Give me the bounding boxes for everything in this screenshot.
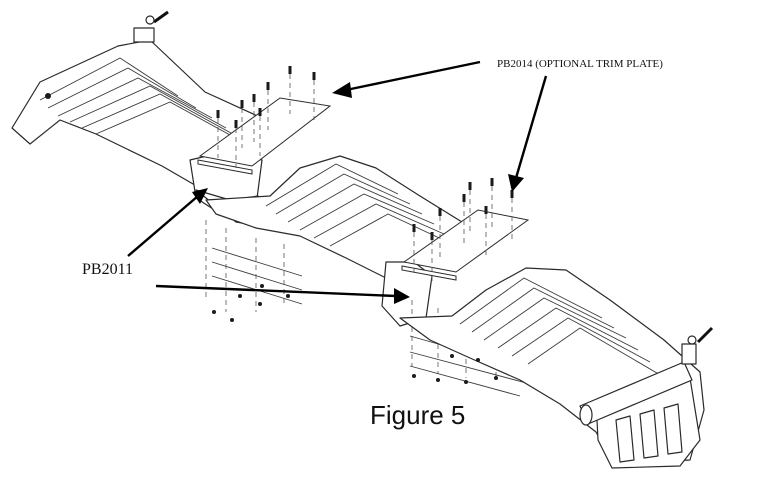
nut bbox=[212, 310, 216, 314]
left-bar-section bbox=[11, 10, 263, 189]
bolt bbox=[234, 120, 238, 128]
bolt bbox=[430, 232, 434, 240]
bolt bbox=[468, 182, 472, 190]
figure-caption: Figure 5 bbox=[370, 400, 465, 430]
bolt bbox=[288, 66, 292, 74]
right-end-bracket bbox=[681, 326, 714, 365]
bolt bbox=[266, 82, 270, 90]
bolt bbox=[312, 72, 316, 80]
nut bbox=[436, 378, 440, 382]
arrow-pb2011-upper bbox=[127, 188, 208, 257]
arrow-trim-plate-upper bbox=[332, 60, 481, 98]
nut bbox=[258, 302, 262, 306]
trim-plate-upper bbox=[197, 97, 332, 175]
bolt bbox=[412, 224, 416, 232]
nut bbox=[286, 294, 290, 298]
nut bbox=[494, 376, 498, 380]
bolt bbox=[484, 206, 488, 214]
bolt bbox=[462, 194, 466, 202]
nut bbox=[412, 374, 416, 378]
nut bbox=[464, 380, 468, 384]
part-number-label: PB2011 bbox=[82, 261, 133, 278]
nut bbox=[476, 358, 480, 362]
arrow-pb2011-lower bbox=[155, 284, 410, 304]
bolt bbox=[258, 108, 262, 116]
fastener-bolts bbox=[212, 66, 514, 384]
bolt bbox=[252, 94, 256, 102]
arrow-trim-plate-lower bbox=[508, 75, 548, 192]
nut bbox=[230, 318, 234, 322]
bolt bbox=[490, 178, 494, 186]
nut bbox=[450, 354, 454, 358]
bolt bbox=[240, 100, 244, 108]
bolt bbox=[438, 208, 442, 216]
trim-plate-lower bbox=[401, 209, 530, 281]
right-bar-section bbox=[399, 267, 714, 469]
trim-plate-label: PB2014 (OPTIONAL TRIM PLATE) bbox=[497, 58, 663, 70]
nut bbox=[260, 284, 264, 288]
left-end-bracket bbox=[133, 10, 169, 43]
bolt bbox=[510, 190, 514, 198]
nut bbox=[238, 294, 242, 298]
bolt bbox=[216, 110, 220, 118]
